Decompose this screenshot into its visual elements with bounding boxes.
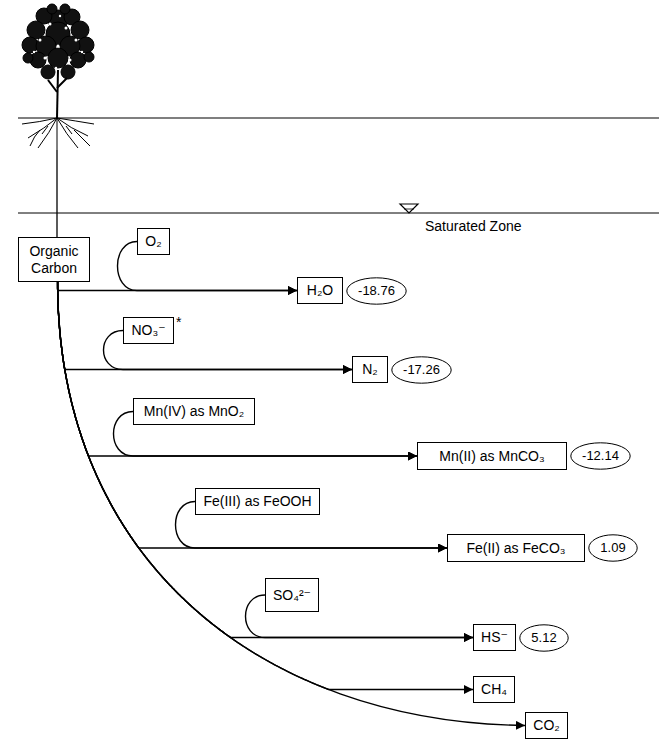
root-line [56, 150, 57, 237]
species-box: H₂O [297, 277, 343, 304]
water-table-symbol [400, 204, 418, 213]
canopy-speckles [33, 15, 83, 69]
water-table-tick [404, 209, 414, 210]
species-box: HS⁻ [473, 624, 516, 651]
value-number: -18.76 [358, 284, 395, 299]
ellipse-shape [571, 443, 630, 469]
species-box: Fe(II) as FeCO₃ [447, 534, 585, 562]
plant-roots [22, 118, 94, 150]
electron-flow-arrow [58, 282, 352, 370]
electron-flow-arrow [58, 282, 417, 456]
value-ellipse: -17.26 [391, 356, 452, 384]
species-label: O₂ [145, 233, 161, 249]
ellipse-shape [520, 625, 568, 651]
footnote-mark: * [176, 314, 181, 330]
species-label: Fe(III) as FeOOH [203, 493, 311, 509]
electron-flow-arrow [58, 282, 473, 690]
species-label: CO₂ [533, 717, 559, 733]
species-label: Mn(IV) as MnO₂ [144, 403, 244, 419]
species-label: N₂ [362, 361, 378, 377]
species-label: Mn(II) as MnCO₃ [439, 448, 544, 464]
plant-trunk [48, 70, 67, 118]
species-label: H₂O [307, 282, 333, 298]
species-label: SO₄²⁻ [273, 587, 311, 603]
electron-flow-arrow [58, 282, 473, 638]
ellipse-shape [589, 535, 637, 561]
electron-flow-arrow [58, 282, 447, 548]
ellipse-shape [392, 357, 451, 383]
value-number: -12.14 [582, 449, 619, 464]
electron-flow-arrow [58, 282, 525, 726]
species-label: HS⁻ [481, 629, 508, 645]
species-box: Mn(IV) as MnO₂ [133, 398, 255, 425]
value-ellipse: 1.09 [588, 534, 638, 562]
value-number: -17.26 [403, 363, 440, 378]
species-box: Mn(II) as MnCO₃ [417, 442, 567, 470]
species-box: N₂ [352, 356, 388, 383]
species-label: Fe(II) as FeCO₃ [466, 540, 565, 556]
species-label: CH₄ [481, 681, 507, 697]
species-label: Organic Carbon [25, 243, 83, 275]
species-box: O₂ [137, 228, 170, 255]
value-ellipse: -18.76 [346, 277, 407, 305]
zone-label: Saturated Zone [425, 218, 522, 234]
ellipse-shape [347, 278, 406, 304]
species-box: CH₄ [473, 676, 515, 703]
ground-line [18, 117, 659, 118]
species-box: CO₂ [525, 712, 568, 739]
electron-flow-arrow [58, 282, 297, 291]
species-box: Fe(III) as FeOOH [195, 488, 320, 515]
water-table-line [18, 213, 659, 214]
value-ellipse: -12.14 [570, 442, 631, 470]
plant-canopy [22, 4, 94, 79]
value-ellipse: 5.12 [519, 624, 569, 652]
species-box: Organic Carbon [18, 237, 90, 282]
value-number: 1.09 [600, 541, 625, 556]
species-label: NO₃⁻ [131, 322, 165, 338]
species-box: NO₃⁻ [123, 317, 174, 344]
species-box: SO₄²⁻ [265, 578, 319, 612]
value-number: 5.12 [531, 631, 556, 646]
